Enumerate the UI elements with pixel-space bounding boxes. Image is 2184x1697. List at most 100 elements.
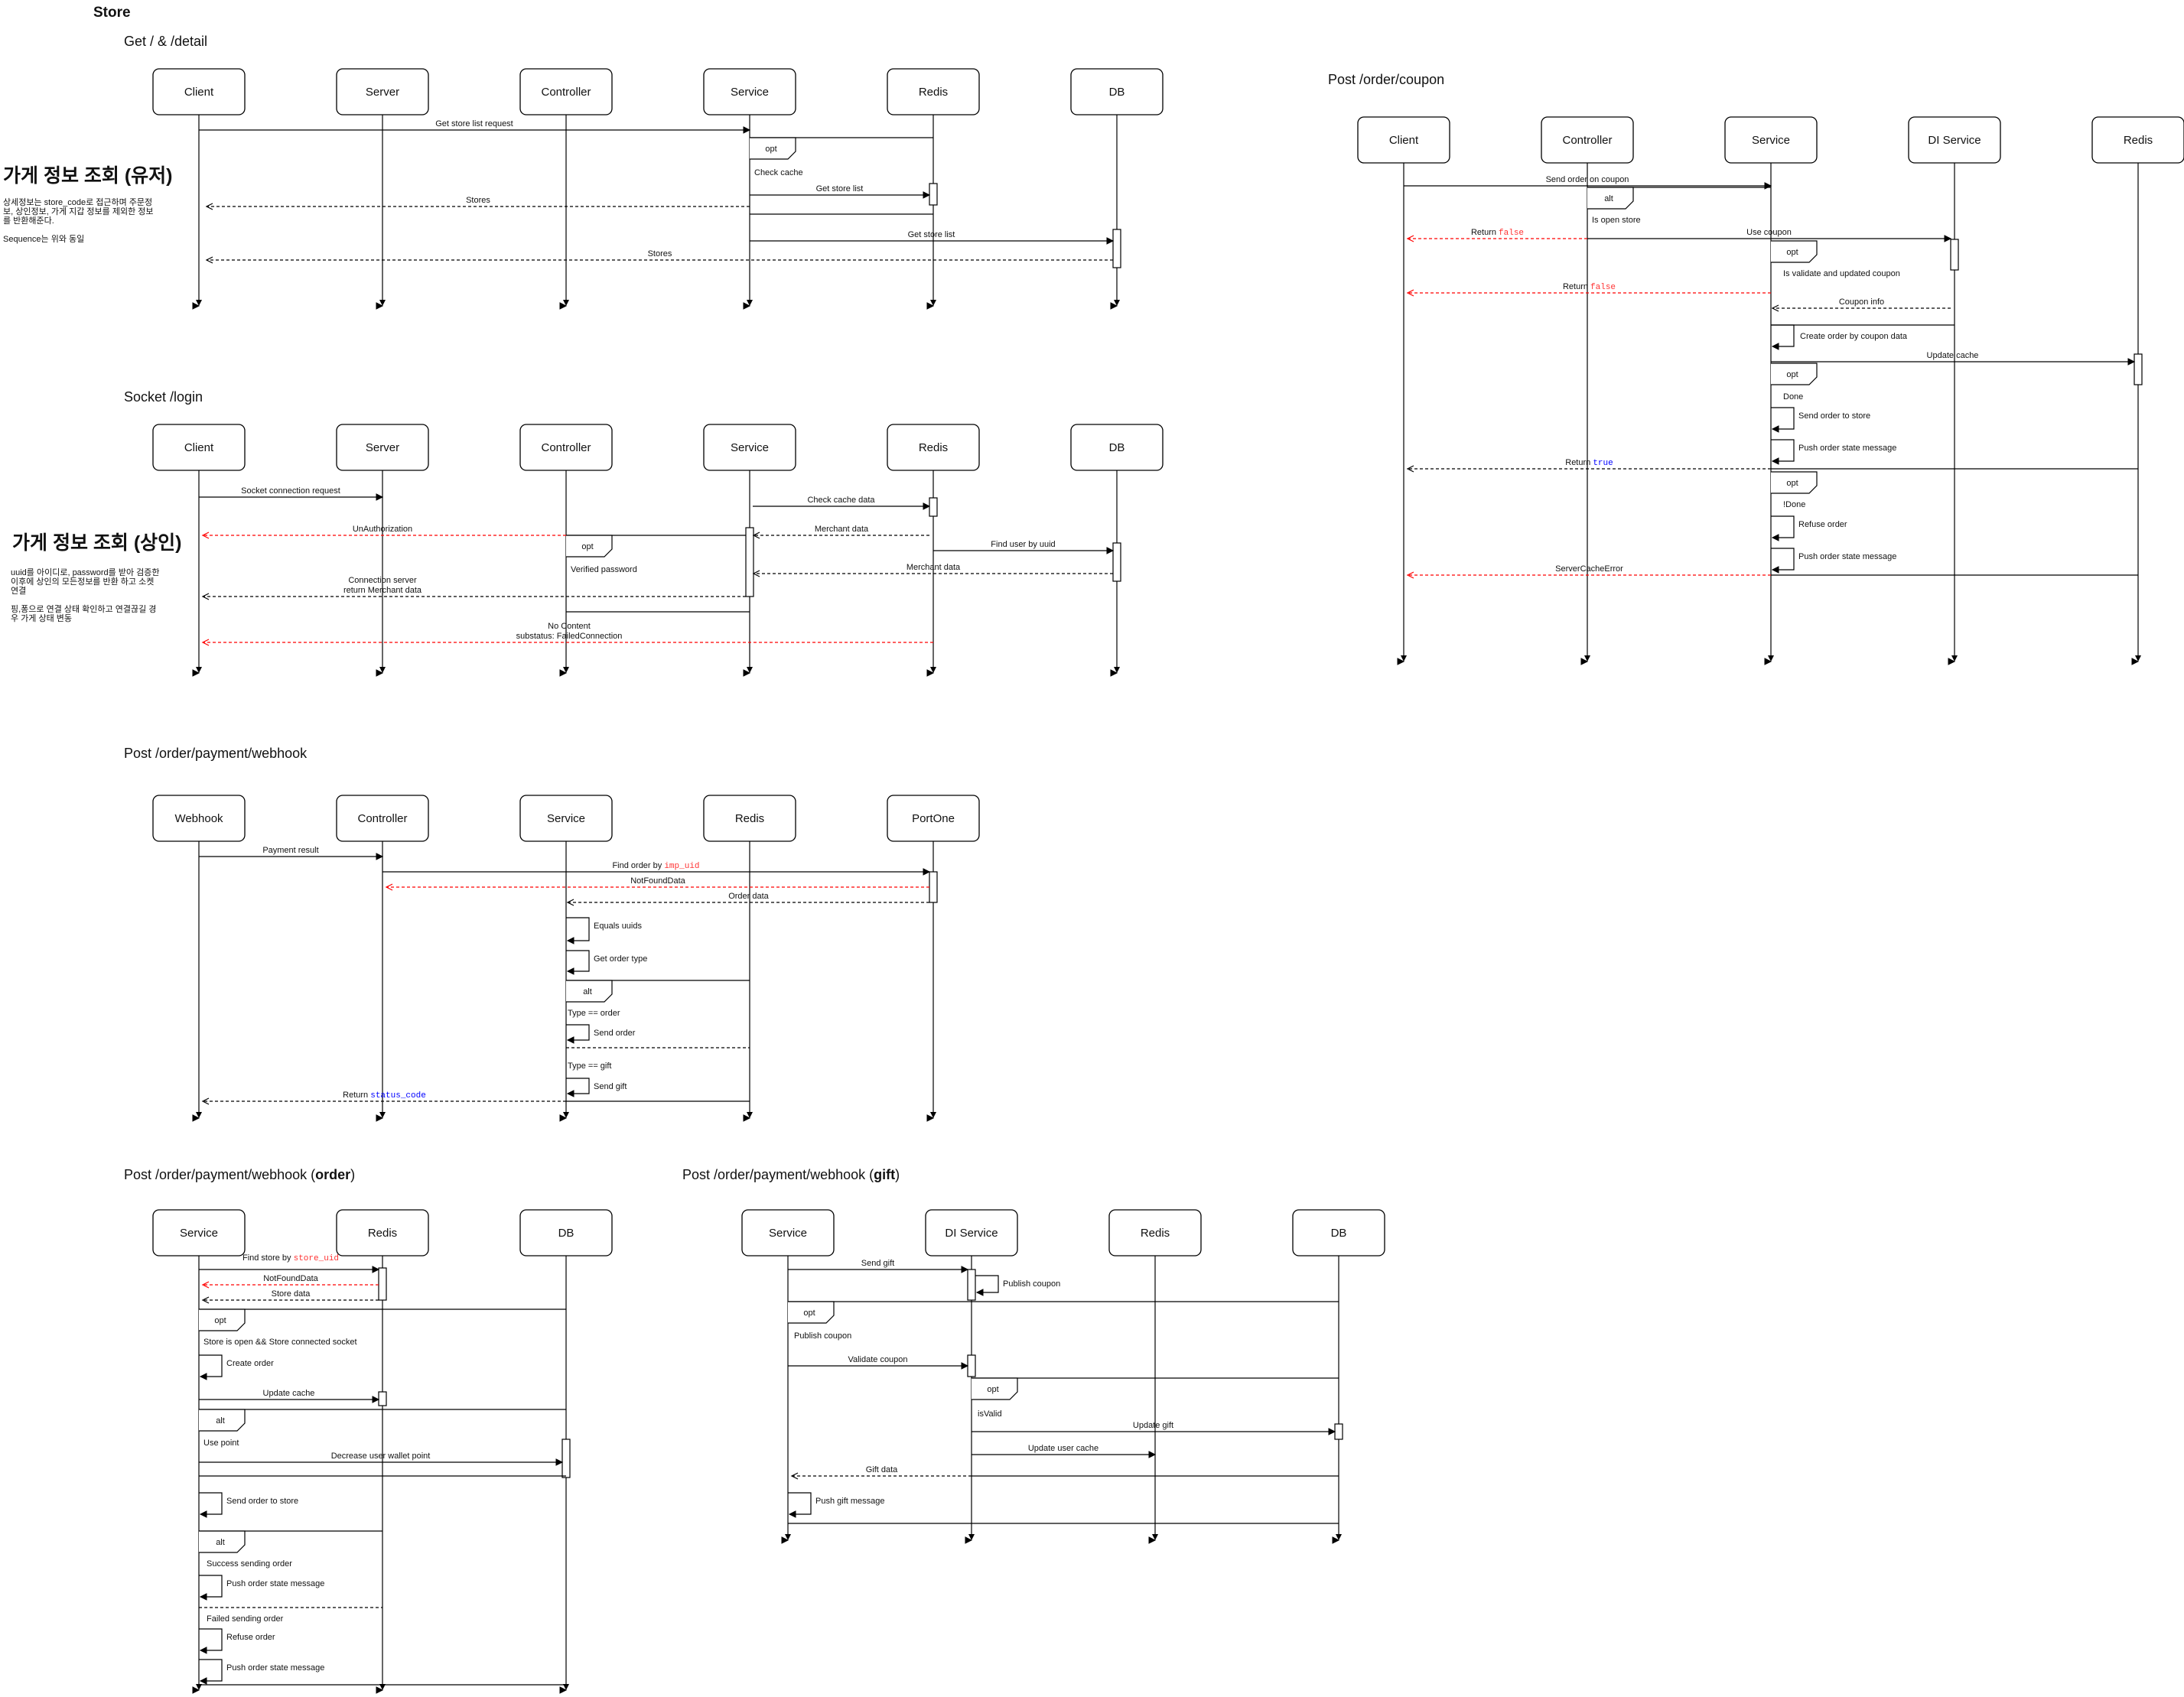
activation-bar xyxy=(745,527,754,597)
arrow-head xyxy=(372,1266,380,1273)
self-message xyxy=(566,950,590,972)
activation-bar xyxy=(2134,353,2143,385)
arrow-head xyxy=(923,502,931,510)
lifeline-end-arrow xyxy=(1114,667,1120,673)
arrow-head xyxy=(1771,566,1779,574)
lifeline-end-arrow xyxy=(379,1684,386,1690)
fragment-guard: Type == order xyxy=(568,1009,620,1018)
arrow-head xyxy=(199,1373,207,1380)
lifeline-end-arrow xyxy=(196,667,202,673)
diagram-title-part: order xyxy=(315,1167,350,1182)
arrow-head xyxy=(1406,235,1414,242)
arrow-head xyxy=(743,302,751,310)
participant-label: Service xyxy=(769,1227,807,1240)
arrow-head xyxy=(1771,304,1779,312)
message-label: Return true xyxy=(1565,458,1613,468)
message-label: Update cache xyxy=(263,1389,315,1398)
note-text: 우 가게 상태 변동 xyxy=(11,613,72,623)
arrow-head xyxy=(1406,465,1414,473)
arrow-head xyxy=(376,1114,384,1122)
participant-label: Server xyxy=(366,86,399,99)
note-heading: 가게 정보 조회 (유저) xyxy=(3,165,173,187)
participant-label: Service xyxy=(180,1227,218,1240)
participant-label: Controller xyxy=(1562,134,1612,147)
message-code: status_code xyxy=(370,1091,426,1100)
diagram-title: Post /order/payment/webhook xyxy=(124,746,308,761)
arrow-head xyxy=(1106,547,1115,554)
participant-label: Controller xyxy=(541,86,591,99)
lifeline-end-arrow xyxy=(196,300,202,306)
message-label: Equals uuids xyxy=(594,922,642,931)
activation-bar xyxy=(967,1354,976,1377)
message-label: Find order by imp_uid xyxy=(612,861,699,871)
activation-bar xyxy=(561,1439,571,1478)
participant-label: DB xyxy=(1109,86,1125,99)
lifeline-end-arrow xyxy=(1336,1534,1342,1540)
arrow-head xyxy=(566,899,574,906)
note-text: uuid를 아이디로, password를 받아 검증한 xyxy=(11,567,159,577)
fragment-guard: Is validate and updated coupon xyxy=(1783,269,1900,278)
message-label: Get store list request xyxy=(435,119,513,128)
arrow-head xyxy=(1110,669,1118,677)
arrow-head xyxy=(743,669,751,677)
diagram-title-part: Post /order/payment/webhook ( xyxy=(682,1167,874,1182)
fragment-kind-label: alt xyxy=(216,1538,225,1547)
arrow-head xyxy=(555,1458,564,1466)
participant-label: PortOne xyxy=(912,812,955,825)
message-label: Update cache xyxy=(1927,351,1979,360)
participant-label: Client xyxy=(1389,134,1419,147)
fragment-guard: Is open store xyxy=(1592,216,1641,225)
note-text: 연결 xyxy=(11,586,26,596)
arrow-head xyxy=(923,868,931,876)
note-text: 상세정보는 store_code로 접근하며 주문정 xyxy=(3,197,152,207)
arrow-head xyxy=(1110,302,1118,310)
fragment-guard: Type == gift xyxy=(568,1061,611,1071)
arrow-head xyxy=(376,669,384,677)
arrow-head xyxy=(1944,235,1952,242)
arrow-head xyxy=(385,883,393,891)
message-label: Return status_code xyxy=(343,1091,426,1100)
message-label: Store data xyxy=(272,1289,311,1299)
activation-bar xyxy=(1334,1423,1343,1440)
lifeline-end-arrow xyxy=(968,1534,975,1540)
arrow-head xyxy=(566,937,574,944)
lifeline-end-arrow xyxy=(930,1112,936,1118)
message-code: true xyxy=(1593,459,1613,468)
participant-label: DB xyxy=(1109,441,1125,454)
fragment-tag xyxy=(199,1409,246,1432)
note-text: 핑,퐁으로 연결 상태 확인하고 연결끊길 경 xyxy=(11,603,156,614)
arrow-head xyxy=(1328,1428,1336,1435)
arrow-head xyxy=(199,1593,207,1601)
arrow-head xyxy=(559,1686,568,1694)
participant-label: Redis xyxy=(919,86,948,99)
participant-label: Client xyxy=(184,86,214,99)
diagram-title: Post /order/payment/webhook (order) xyxy=(124,1167,355,1182)
fragment-tag xyxy=(1771,471,1818,494)
arrow-head xyxy=(743,1114,751,1122)
fragment-tag xyxy=(750,137,796,160)
diagram-title: Post /order/coupon xyxy=(1328,72,1444,87)
message-label: Use coupon xyxy=(1746,228,1792,237)
lifeline-end-arrow xyxy=(747,667,753,673)
arrow-head xyxy=(926,669,935,677)
message-label: No Content xyxy=(548,622,591,631)
message-label: Order data xyxy=(728,892,769,901)
arrow-head xyxy=(1764,658,1772,665)
arrow-head xyxy=(790,1472,799,1480)
fragment-guard: Use point xyxy=(203,1439,239,1448)
lifeline-end-arrow xyxy=(379,1112,386,1118)
arrow-head xyxy=(1580,658,1589,665)
participant-label: Controller xyxy=(541,441,591,454)
message-label: Send order to store xyxy=(226,1497,298,1506)
message-code: false xyxy=(1499,229,1524,238)
arrow-head xyxy=(1948,658,1956,665)
message-label: Get order type xyxy=(594,954,647,964)
note-text: Sequence는 위와 동일 xyxy=(3,233,84,244)
message-label-text: Find order by xyxy=(612,861,664,870)
fragment-guard: Verified password xyxy=(571,565,637,574)
arrow-head xyxy=(376,1686,384,1694)
message-label: Send order xyxy=(594,1029,636,1038)
message-label: Stores xyxy=(466,196,490,205)
arrow-head xyxy=(566,1090,574,1097)
